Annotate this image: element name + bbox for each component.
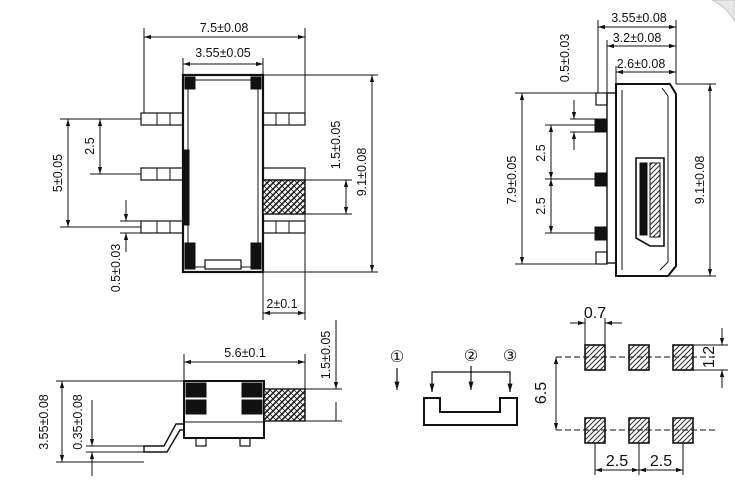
front-view: [56, 320, 342, 476]
page-corner: [711, 0, 735, 23]
side-pin-width-label: 0.5±0.03: [558, 34, 572, 83]
side-height-label: 9.1±0.08: [693, 156, 707, 205]
pcb-layout: [553, 318, 728, 475]
side-inner-width-label: 2.6±0.08: [617, 57, 666, 71]
side-width-label: 3.55±0.08: [611, 11, 667, 25]
front-height-label: 3.55±0.08: [37, 394, 51, 450]
side-length-label: 7.9±0.05: [505, 156, 519, 205]
pitch-left-label: 2.5: [606, 453, 628, 470]
side-view: [515, 20, 716, 277]
top-pitch-label: 2.5: [83, 137, 97, 154]
top-pin-width-label: 0.5±0.03: [109, 244, 123, 293]
top-lever-len-label: 1.5±0.05: [329, 121, 343, 170]
pin3-marker: ③: [503, 348, 517, 365]
pad-width-label: 0.7: [584, 305, 606, 322]
top-view: [60, 28, 378, 320]
side-body-width-label: 3.2±0.08: [613, 31, 662, 45]
side-pitch-top-label: 2.5: [534, 144, 548, 161]
front-base-height-label: 0.35±0.08: [71, 394, 85, 450]
top-lever-offset-label: 2±0.1: [266, 297, 297, 311]
top-height-label: 9.1±0.08: [355, 148, 369, 197]
pin1-marker: ①: [390, 349, 404, 366]
top-span-label: 5±0.05: [51, 154, 65, 192]
front-lever-height-label: 1.5±0.05: [319, 331, 333, 380]
pitch-right-label: 2.5: [650, 453, 672, 470]
top-inner-width-label: 3.55±0.05: [195, 46, 251, 60]
pad-height-label: 1.2: [701, 346, 718, 368]
side-pitch-bottom-label: 2.5: [534, 197, 548, 214]
row-spacing-label: 6.5: [533, 382, 550, 404]
top-width-label: 7.5±0.08: [200, 21, 249, 35]
switch-schematic: [394, 366, 518, 426]
front-width-label: 5.6±0.1: [224, 346, 266, 360]
pin2-marker: ②: [464, 348, 478, 365]
